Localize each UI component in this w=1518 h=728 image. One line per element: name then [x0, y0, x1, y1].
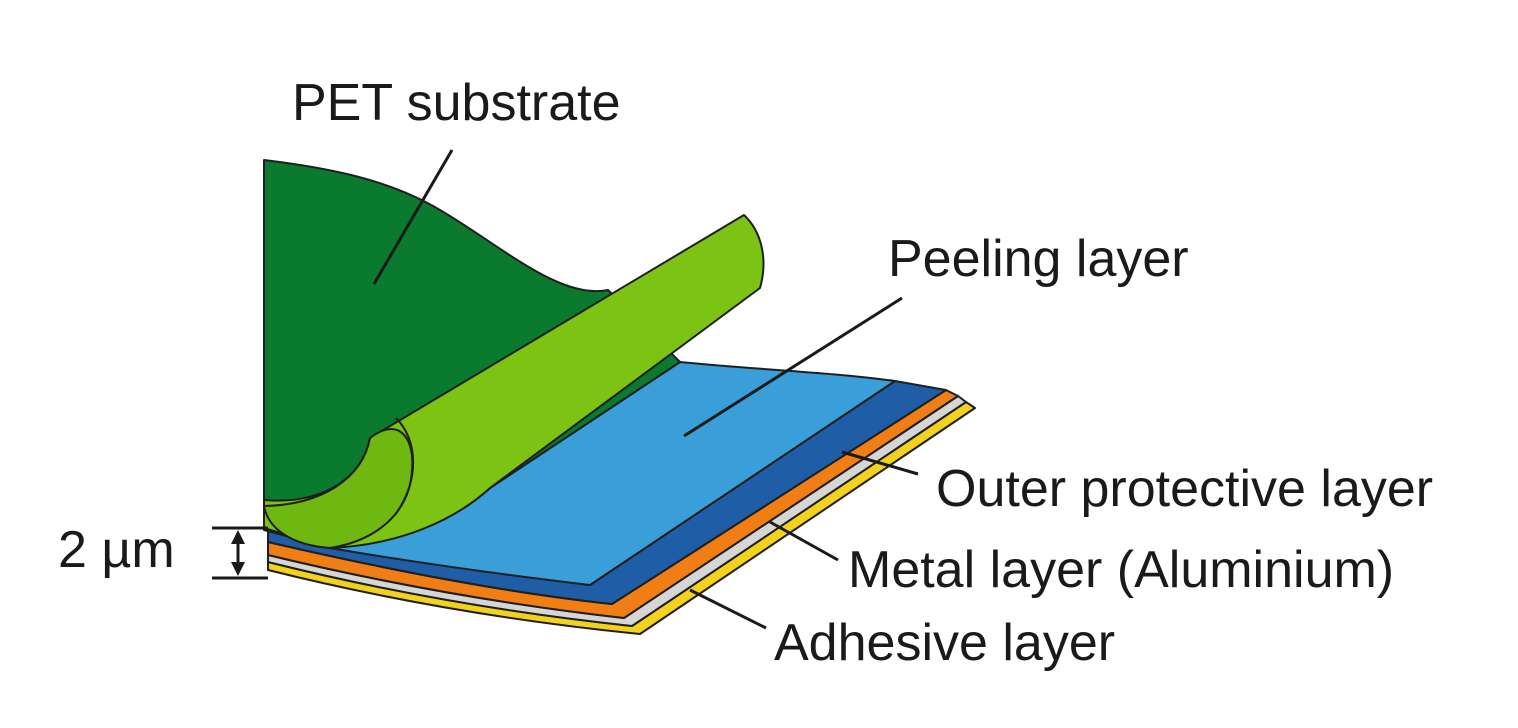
thickness-label: 2 µm	[58, 521, 175, 579]
outer-protective-layer-label: Outer protective layer	[936, 460, 1433, 518]
thickness-arrow-up-icon	[231, 530, 245, 544]
outer-protective-layer-leader	[841, 450, 919, 476]
peeling-layer-label: Peeling layer	[888, 230, 1189, 288]
peeling-film-curl-shape	[263, 428, 414, 549]
pet-substrate-label: PET substrate	[292, 74, 621, 132]
metal-layer-leader	[769, 520, 839, 562]
peeling-layer-leader	[683, 296, 903, 438]
thickness-arrow-down-icon	[231, 562, 245, 576]
metal-layer-label: Metal layer (Aluminium)	[848, 541, 1394, 599]
adhesive-layer-label: Adhesive layer	[774, 614, 1115, 672]
peeling-film-curl-line	[394, 417, 415, 516]
adhesive-layer-leader	[689, 588, 767, 630]
pet-substrate-leader	[372, 149, 454, 285]
